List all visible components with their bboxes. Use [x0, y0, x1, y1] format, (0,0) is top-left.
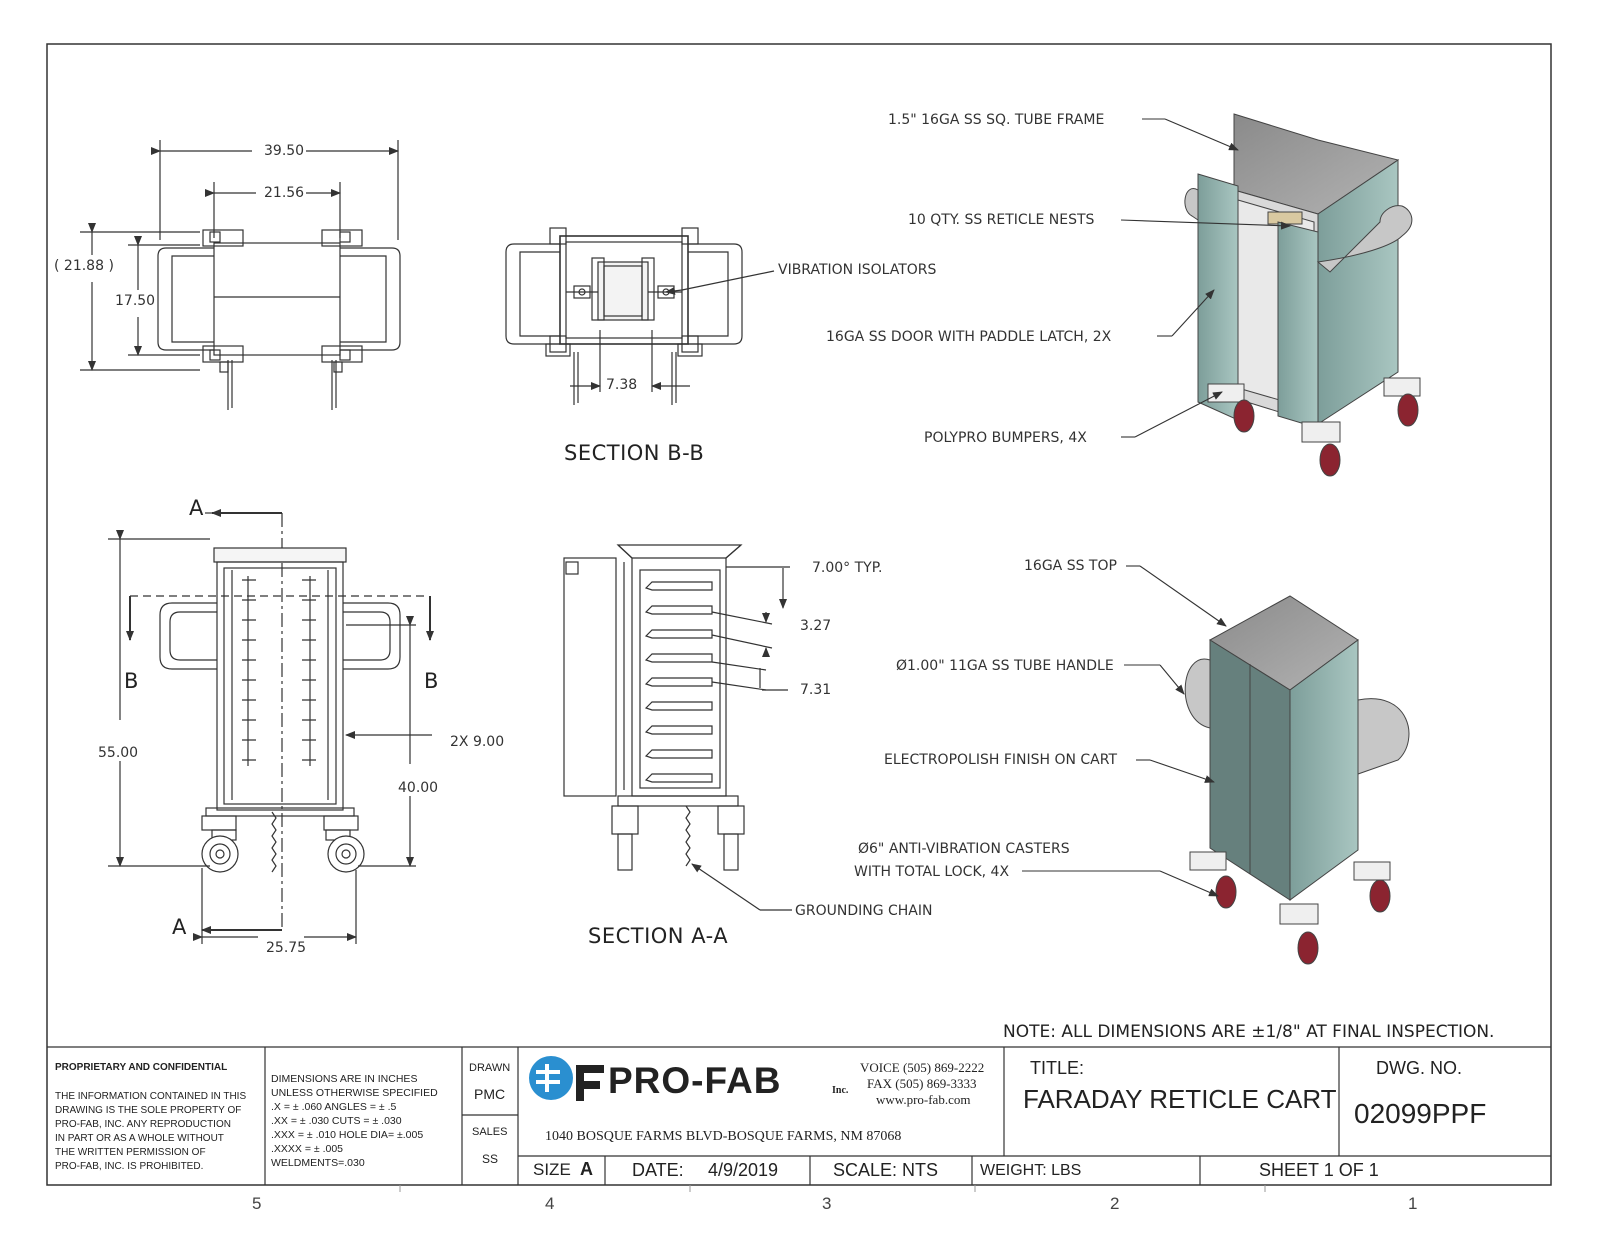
dim-overall-height: 55.00 — [96, 745, 141, 761]
front-nests — [242, 576, 316, 766]
zone-number: 2 — [1110, 1194, 1120, 1213]
callout-tube-handle: Ø1.00" 11GA SS TUBE HANDLE — [896, 658, 1114, 674]
company-name: PRO-FAB — [608, 1060, 782, 1101]
dim-overall-depth: ( 21.88 ) — [52, 258, 116, 274]
zone-ticks — [399, 1185, 1266, 1192]
sheet-number: SHEET 1 OF 1 — [1259, 1160, 1379, 1180]
date-label: DATE: — [632, 1160, 684, 1180]
pro-fab-logo-icon — [529, 1056, 604, 1101]
iso-view-lower — [1184, 595, 1410, 965]
callout-tube-frame: 1.5" 16GA SS SQ. TUBE FRAME — [888, 112, 1105, 128]
iso-lower-leaders — [1022, 565, 1227, 897]
title-block-lines — [47, 1046, 1551, 1185]
dim-isolator-spacing: 7.38 — [604, 377, 640, 393]
dim-nest-angle: 7.00° TYP. — [812, 560, 883, 576]
drawn-label: DRAWN — [469, 1062, 511, 1074]
section-aa-title: SECTION A-A — [588, 924, 729, 948]
company-fax: FAX (505) 869-3333 — [867, 1076, 977, 1091]
callout-ss-top: 16GA SS TOP — [1024, 558, 1117, 574]
dim-caster-spread: 25.75 — [264, 940, 309, 956]
zone-number: 1 — [1408, 1194, 1418, 1213]
drawing-title: FARADAY RETICLE CART — [1023, 1084, 1337, 1114]
iso-view-upper — [1184, 113, 1421, 477]
callout-bumpers: POLYPRO BUMPERS, 4X — [924, 430, 1087, 446]
tolerance-note: NOTE: ALL DIMENSIONS ARE ±1/8" AT FINAL … — [1003, 1022, 1495, 1042]
cut-label-b-right: B — [424, 669, 439, 693]
cut-label-b-left: B — [124, 669, 139, 693]
callout-grounding-chain: GROUNDING CHAIN — [795, 903, 933, 919]
size-value: A — [580, 1159, 593, 1179]
callout-electropolish: ELECTROPOLISH FINISH ON CART — [884, 752, 1118, 768]
dim-overall-width: 39.50 — [262, 143, 307, 159]
proprietary-text: THE INFORMATION CONTAINED IN THIS DRAWIN… — [55, 1091, 247, 1172]
scale: SCALE: NTS — [833, 1160, 939, 1180]
size-label: SIZE — [533, 1160, 571, 1179]
sales-value: SS — [482, 1152, 499, 1166]
iso-upper-leaders — [1120, 118, 1291, 438]
sales-label: SALES — [472, 1126, 508, 1138]
date-value: 4/9/2019 — [708, 1160, 779, 1180]
cut-label-a-bottom: A — [172, 915, 187, 939]
front-view — [108, 509, 434, 944]
top-view — [80, 140, 401, 410]
weight: WEIGHT: LBS — [980, 1162, 1082, 1179]
sheet-border — [46, 43, 1552, 1186]
zone-number: 3 — [822, 1194, 832, 1213]
company-address: 1040 BOSQUE FARMS BLVD-BOSQUE FARMS, NM … — [545, 1129, 902, 1144]
company-web: www.pro-fab.com — [876, 1092, 971, 1107]
dim-handle-height: 40.00 — [396, 780, 441, 796]
tolerance-table: DIMENSIONS ARE IN INCHES UNLESS OTHERWIS… — [271, 1073, 438, 1169]
section-bb-view — [505, 227, 775, 405]
dwg-no-label: DWG. NO. — [1376, 1058, 1462, 1078]
dwg-no: 02099PPF — [1354, 1098, 1487, 1129]
callout-vibration-isolators: VIBRATION ISOLATORS — [778, 262, 937, 278]
company-suffix: Inc. — [832, 1085, 849, 1096]
dim-body-depth: 17.50 — [113, 293, 158, 309]
dim-body-width: 21.56 — [262, 185, 307, 201]
zone-number: 4 — [545, 1194, 555, 1213]
zone-number: 5 — [252, 1194, 262, 1213]
callout-casters-line1: Ø6" ANTI-VIBRATION CASTERS — [858, 841, 1070, 857]
dim-handle-offset: 2X 9.00 — [448, 734, 507, 750]
section-aa-view — [563, 544, 792, 911]
title-label: TITLE: — [1030, 1058, 1085, 1078]
callout-casters-line2: WITH TOTAL LOCK, 4X — [854, 864, 1010, 880]
proprietary-title: PROPRIETARY AND CONFIDENTIAL — [55, 1062, 228, 1073]
section-bb-title: SECTION B-B — [564, 441, 705, 465]
dim-nest-pitch: 3.27 — [800, 618, 832, 634]
drawn-value: PMC — [474, 1086, 506, 1102]
dim-nest-depth: 7.31 — [800, 682, 832, 698]
callout-reticle-nests: 10 QTY. SS RETICLE NESTS — [908, 212, 1095, 228]
aa-nests — [644, 581, 713, 783]
company-voice: VOICE (505) 869-2222 — [860, 1060, 985, 1075]
callout-door-latch: 16GA SS DOOR WITH PADDLE LATCH, 2X — [826, 329, 1112, 345]
cut-label-a-top: A — [189, 496, 204, 520]
